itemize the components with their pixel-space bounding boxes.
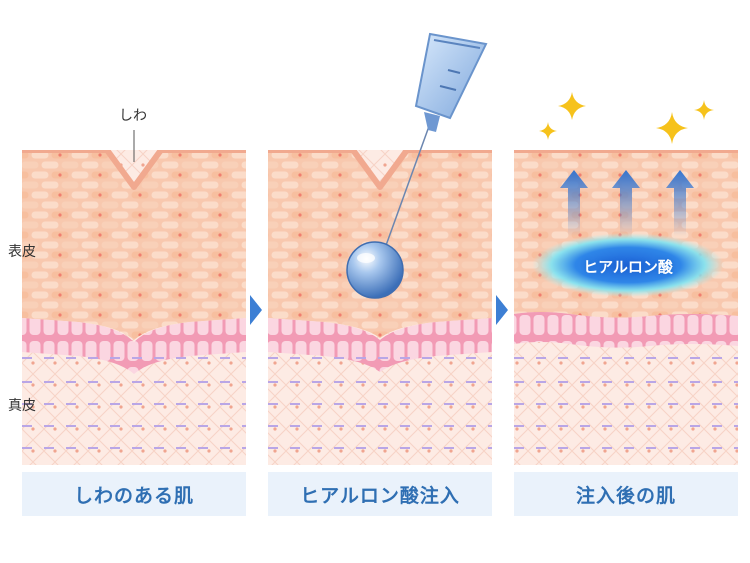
up-arrow-icon <box>560 170 588 236</box>
sparkle-icon <box>558 92 586 120</box>
sparkle-icon <box>539 122 557 140</box>
dermis-lines <box>22 357 246 449</box>
next-arrow-icon <box>496 295 508 325</box>
up-arrow-icon <box>666 170 694 236</box>
panel-injection <box>268 150 492 465</box>
panel-wrinkled-skin <box>22 150 246 465</box>
next-arrow-icon <box>250 295 262 325</box>
dermis-lines-2 <box>268 357 492 449</box>
hyaluronic-glow <box>532 233 724 297</box>
dermis-lines-3 <box>514 357 738 449</box>
sparkle-icon <box>656 112 688 144</box>
caption-wrinkled-skin: しわのある肌 <box>22 472 246 516</box>
caption-injection: ヒアルロン酸注入 <box>268 472 492 516</box>
hyaluronic-droplet <box>346 241 404 299</box>
up-arrow-icon <box>612 170 640 236</box>
lift-arrows <box>560 170 694 236</box>
sparkles <box>539 92 714 144</box>
panel-after-injection <box>514 150 738 465</box>
epidermis-label: 表皮 <box>8 244 36 260</box>
hyaluronic-label: ヒアルロン酸 <box>583 258 673 276</box>
basal-layer-3 <box>514 312 738 348</box>
dermis-label: 真皮 <box>8 398 36 414</box>
basal-layer <box>22 318 246 374</box>
syringe-icon <box>379 32 488 263</box>
sparkle-icon <box>694 100 714 120</box>
wrinkle-label: しわ <box>119 108 147 124</box>
basal-layer-2 <box>268 318 492 372</box>
caption-after-injection: 注入後の肌 <box>514 472 738 516</box>
epidermis-layer <box>22 150 246 340</box>
needle <box>379 117 433 263</box>
